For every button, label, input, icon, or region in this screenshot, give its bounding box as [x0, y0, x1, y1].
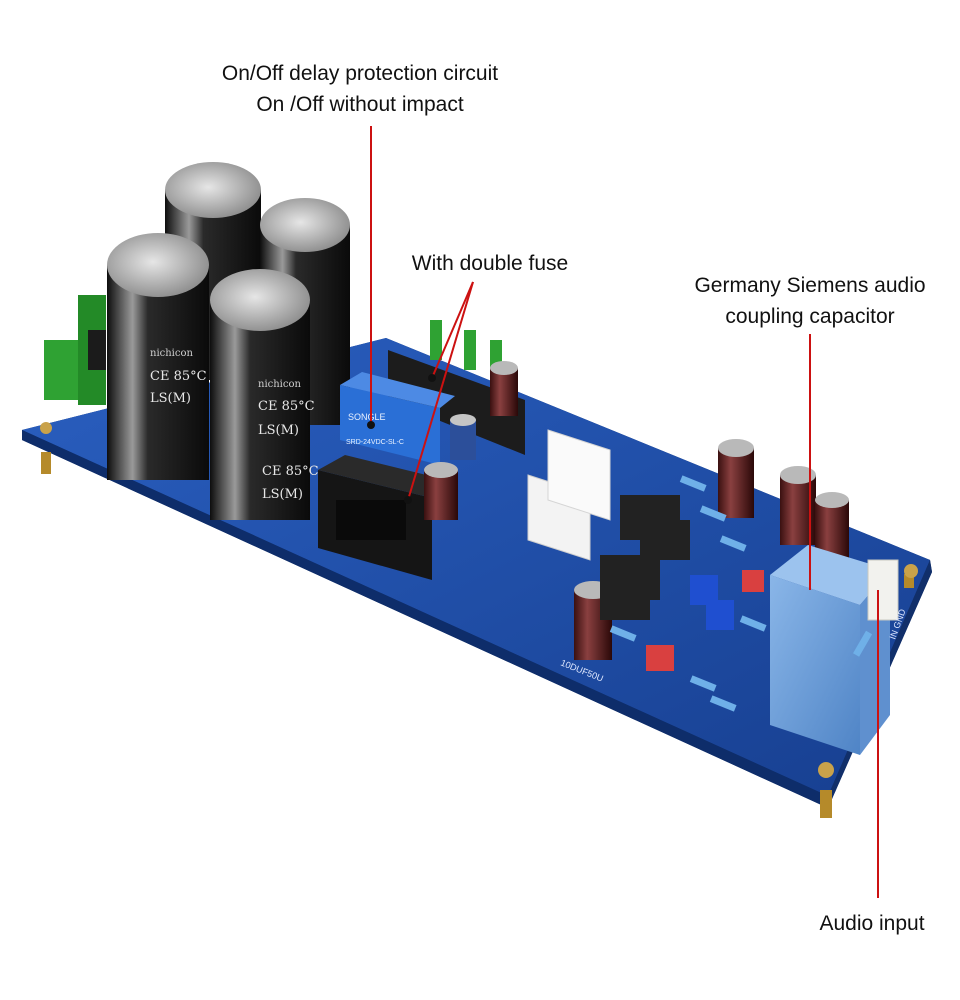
- annotation-line: With double fuse: [411, 252, 569, 275]
- cap-series-text: LS(M): [150, 391, 191, 406]
- callout-line-fuse-b: [407, 281, 474, 501]
- cap-rating-text: CE 85°C: [150, 369, 207, 384]
- annotation-line: Audio input: [819, 912, 925, 935]
- standoff-posts: [40, 422, 918, 818]
- cap-rating-text: CE 85°C: [258, 399, 315, 414]
- power-terminal-blocks: [44, 295, 106, 405]
- output-transistors: [600, 495, 690, 620]
- fuse-holder: [318, 455, 455, 580]
- power-resistors: [527, 429, 611, 561]
- annotation-line: coupling capacitor: [725, 305, 895, 328]
- annotation-coupling-capacitor: Germany Siemens audio coupling capacitor: [660, 270, 960, 332]
- relay-model-text: SRD-24VDC-SL-C: [346, 439, 404, 446]
- annotation-audio-input: Audio input: [792, 908, 952, 939]
- callout-dots: [367, 374, 436, 504]
- filter-capacitors: CE 85°C LS(M) CE 85°C LS(M) CE 85°C LS(M…: [107, 162, 350, 520]
- relay-brand-text: SONGLE: [348, 412, 386, 422]
- callout-lines: [370, 126, 879, 898]
- cap-rating-text: CE 85°C: [262, 464, 319, 479]
- annotation-delay-protection: On/Off delay protection circuit On /Off …: [150, 58, 570, 120]
- annotation-line: Germany Siemens audio: [694, 274, 926, 297]
- small-resistors: [609, 475, 873, 712]
- cap-series-text: LS(M): [258, 423, 299, 438]
- annotation-line: On /Off without impact: [256, 93, 464, 116]
- annotation-double-fuse: With double fuse: [380, 248, 600, 279]
- protection-relay: SONGLE SRD-24VDC-SL-C: [340, 372, 455, 465]
- cap-brand-text: nichicon: [150, 348, 193, 359]
- trimmer-potentiometers: [646, 570, 764, 671]
- annotation-line: On/Off delay protection circuit: [221, 62, 499, 85]
- cap-brand-text: nichicon: [258, 379, 301, 390]
- cap-series-text: LS(M): [262, 487, 303, 502]
- callout-line-fuse-a: [431, 281, 474, 379]
